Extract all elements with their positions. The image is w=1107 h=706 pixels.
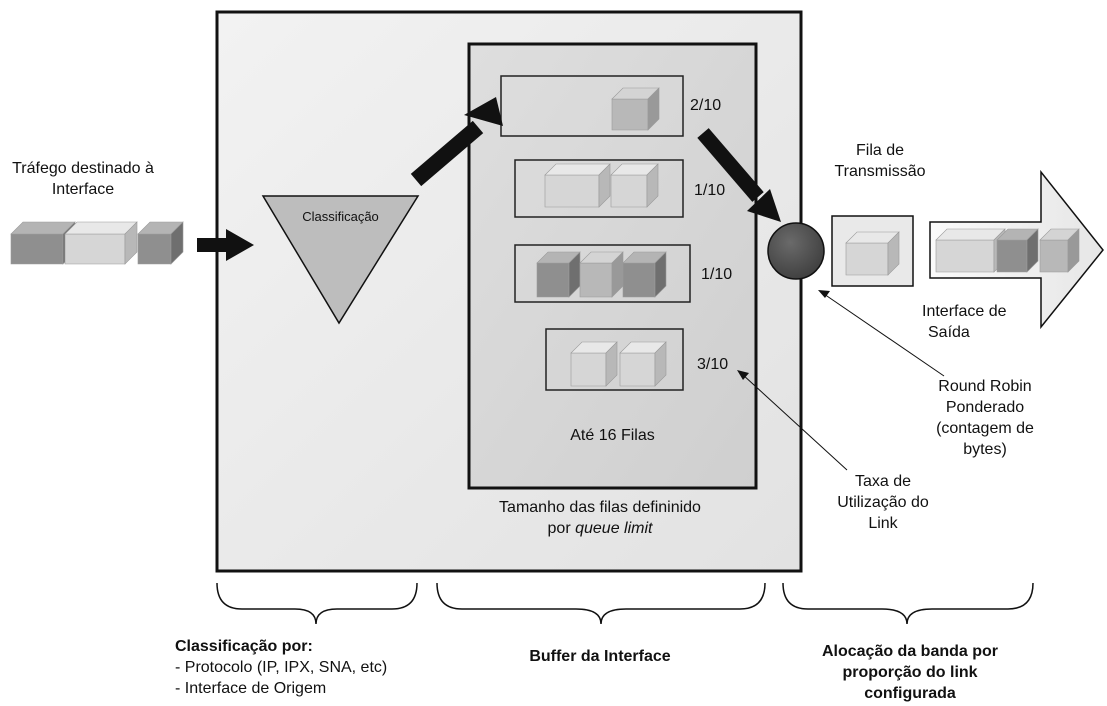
queued-packet [611,87,660,131]
output-packet [935,228,1006,273]
bracket-classification [216,582,418,625]
classifier-label: Classificação [302,209,379,224]
queued-packet [536,251,581,298]
queue-slot-1 [500,75,684,137]
buffer-interface-label: Buffer da Interface [529,648,671,665]
queued-packet [570,341,618,387]
queue-ratio-4: 3/10 [697,356,729,373]
queue-to-scheduler-arrow [697,128,781,222]
queue-size-prefix: por [547,520,576,537]
link-rate-pointer-arrow [737,370,848,471]
classifier-triangle [261,195,420,325]
classifier-to-queue-arrow [410,97,503,187]
queued-packet [622,251,667,298]
bandwidth-allocation-label: Alocação da banda por proporção do link … [821,643,999,702]
input-packet [137,221,184,265]
packet-cubes [10,87,1080,387]
queue-limit-term: queue limit [575,520,653,537]
max-queues-label: Até 16 Filas [570,427,655,444]
queue-slot-4 [545,328,684,391]
input-arrow [197,229,254,261]
queued-packet [544,163,611,208]
queue-slot-2 [514,159,684,218]
link-rate-label: Taxa de Utilização do Link [837,473,929,532]
bracket-allocation [782,582,1034,625]
queue-ratio-1: 2/10 [690,97,722,114]
input-traffic-label: Tráfego destinado à Interface [12,160,154,198]
queue-ratio-3: 1/10 [701,266,733,283]
queue-size-label: Tamanho das filas defininido por queue l… [499,499,701,537]
scheduler-circle [767,222,825,280]
classification-criteria-label: Classificação por: - Protocolo (IP, IPX,… [175,638,388,697]
output-interface-label: Interface de Saída [922,303,1007,341]
wrr-label: Round Robin Ponderado (contagem de bytes… [936,378,1034,458]
output-packet [996,228,1039,273]
queued-packet [619,341,667,387]
transmission-packet [845,231,900,276]
wrr-pointer-arrow [818,290,945,377]
queue-ratio-2: 1/10 [694,182,726,199]
queued-packet [610,163,659,208]
queued-packet [579,251,624,298]
input-packet [64,221,138,265]
bracket-buffer [436,582,766,625]
queue-slot-3 [514,244,691,303]
transmission-queue-label: Fila de Transmissão [834,142,926,180]
output-packet [1039,228,1080,273]
